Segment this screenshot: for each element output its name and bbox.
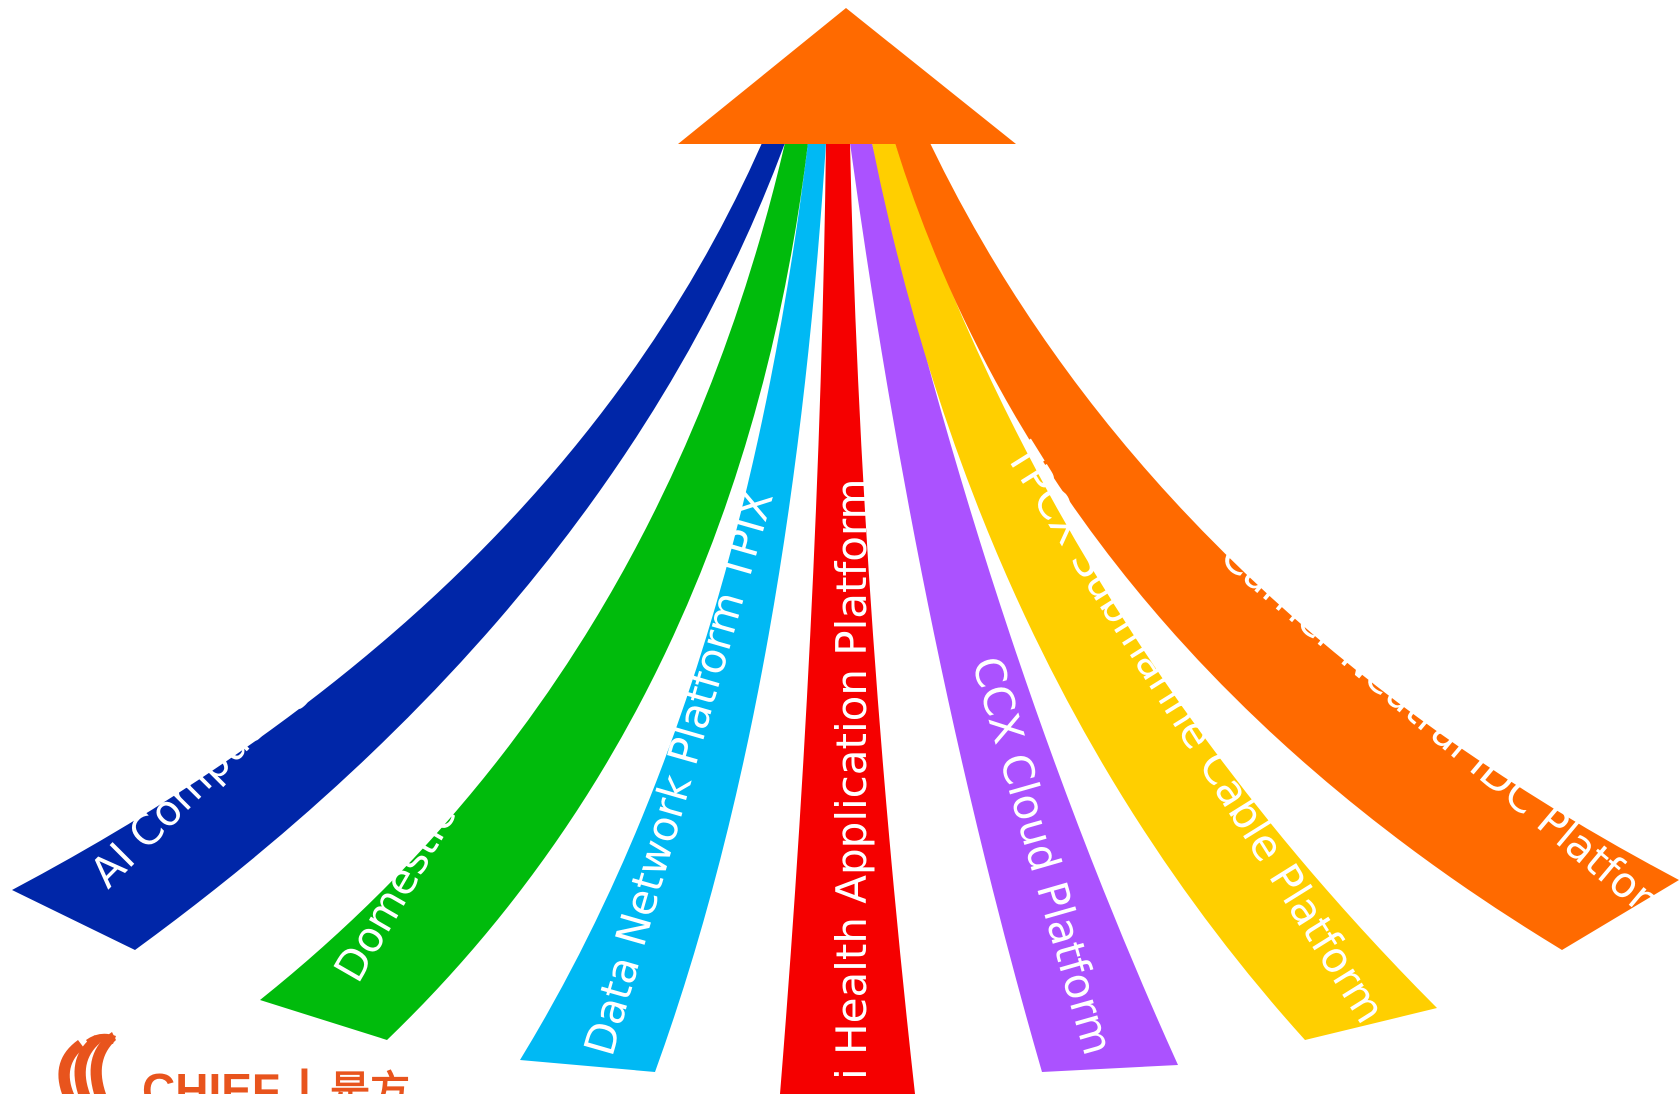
ray-domestic-local-loop [260,143,808,1040]
ray-tpcx-submarine [872,143,1437,1040]
ray-ai-computing [12,143,785,950]
chief-logo: CHIEF | 是方 [58,1032,410,1094]
platform-label-health-application: i Health Application Platform [827,479,876,1080]
ray-ccx-cloud [850,143,1178,1072]
arrow-head [678,8,1016,144]
chief-logo-separator: | [298,1060,311,1094]
chief-logo-name: CHIEF [142,1064,280,1094]
chief-logo-icon [58,1032,116,1094]
platform-rays [12,143,1679,1094]
ray-carrier-neutral-idc [895,143,1679,950]
chief-logo-name-cn: 是方 [330,1068,410,1094]
ray-data-network [520,143,826,1072]
ray-health-application [780,143,915,1094]
